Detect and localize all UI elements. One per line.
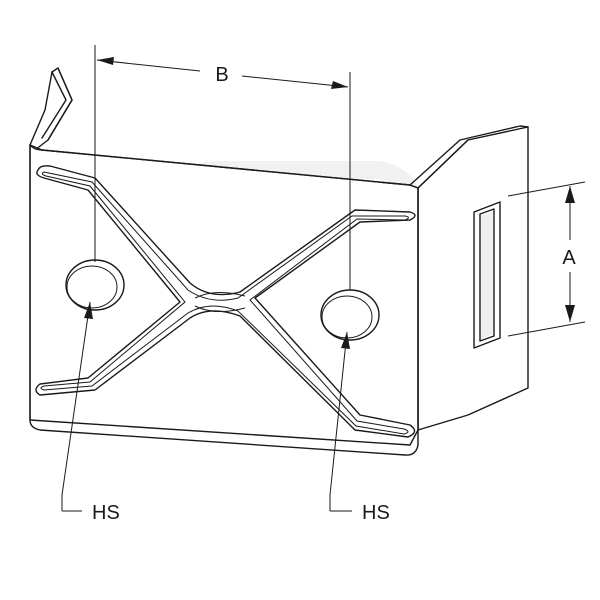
arrowhead-b-right	[331, 81, 348, 89]
dimension-a: A	[507, 181, 586, 337]
left-hole	[65, 259, 125, 311]
callout-hs-right: HS	[329, 331, 390, 524]
arrowhead-hs-right	[341, 332, 350, 349]
arrowhead-a-bottom	[565, 305, 575, 322]
dimension-b: B	[94, 45, 351, 290]
callout-hs-left: HS	[61, 301, 120, 524]
arrowhead-b-left	[97, 57, 114, 65]
x-rib	[35, 165, 416, 438]
callout-hs-right-label: HS	[362, 502, 390, 524]
top-flange	[29, 67, 73, 151]
dimension-b-label: B	[215, 64, 228, 86]
callout-hs-left-label: HS	[92, 502, 120, 524]
dimension-a-label: A	[562, 247, 576, 269]
arrowhead-hs-left	[84, 302, 93, 319]
arrowhead-a-top	[565, 186, 575, 203]
side-wing	[409, 125, 529, 431]
right-hole	[320, 289, 380, 341]
